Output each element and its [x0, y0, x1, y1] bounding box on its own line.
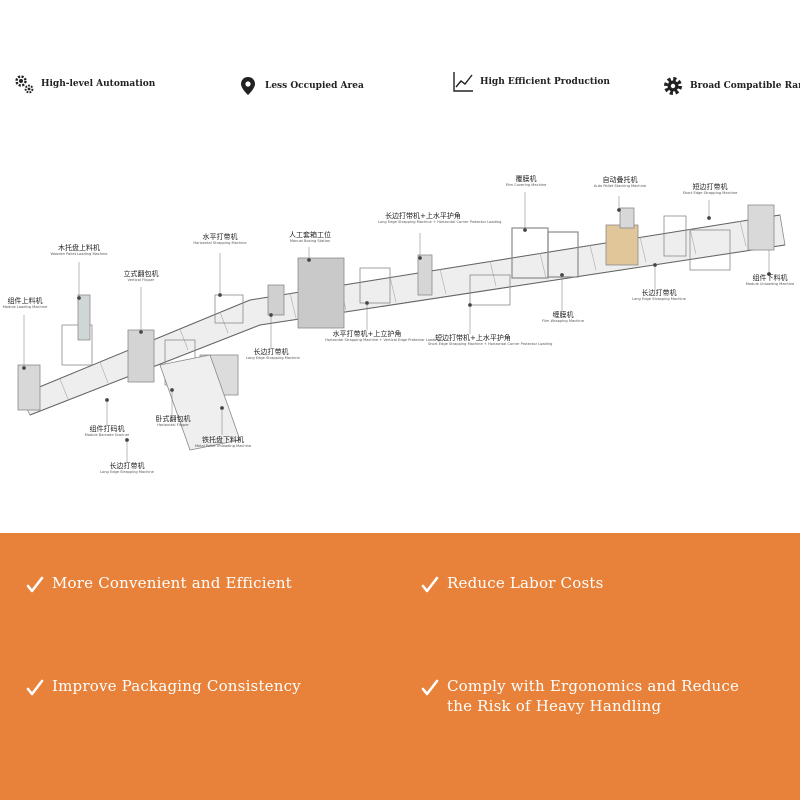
gear-icon [661, 74, 685, 98]
feature-compatibility: Broad Compatible Range [661, 74, 800, 98]
feature-area: Less Occupied Area [236, 74, 364, 98]
checkmark-icon [421, 576, 439, 593]
callout-short-edge-strapping: 短边打带机 Short Edge Strapping Machine [682, 183, 738, 195]
callout-manual-boxing: 人工套箱工位 Manual Boxing Station [289, 231, 331, 243]
benefit-label: Reduce Labor Costs [447, 574, 604, 592]
feature-label: High Efficient Production [480, 77, 610, 87]
production-line-illustration [17, 192, 786, 463]
benefit-item: Comply with Ergonomics and Reduce the Ri… [421, 677, 767, 716]
callout-auto-pallet-stacking: 自动叠托机 Auto Pallet Stacking Machine [593, 176, 647, 188]
callout-horizontal-strapping: 水平打带机 Horizontal Strapping Machine [193, 233, 247, 245]
feature-automation: High-level Automation [12, 72, 155, 96]
callout-metal-pallet-unloading: 铁托盘下料机 Metal Pallet Unloading Machine [194, 436, 252, 448]
benefit-item: Reduce Labor Costs [421, 574, 604, 594]
benefit-item: More Convenient and Efficient [26, 574, 292, 594]
benefits-panel: More Convenient and Efficient Reduce Lab… [0, 533, 800, 800]
production-line-diagram: 组件上料机 Module Loading Machine 木托盘上料机 Wood… [0, 150, 800, 490]
feature-row: High-level Automation Less Occupied Area… [0, 66, 800, 102]
callout-film-wrapping: 缠膜机 Film Wrapping Machine [542, 311, 584, 323]
callout-module-loading: 组件上料机 Module Loading Machine [2, 297, 48, 309]
callout-short-edge-corner: 短边打带机+上水平护角 Short Edge Strapping Machine… [428, 334, 553, 346]
feature-efficiency: High Efficient Production [451, 70, 610, 94]
benefit-label: Improve Packaging Consistency [52, 677, 301, 695]
feature-label: Broad Compatible Range [690, 81, 800, 91]
callout-long-edge-strapping-right: 长边打带机 Long Edge Strapping Machine [632, 289, 686, 301]
benefit-label: More Convenient and Efficient [52, 574, 292, 592]
callout-film-covering: 覆膜机 Film Covering Machine [505, 175, 547, 187]
callout-horizontal-flipper: 卧式翻包机 Horizontal Flipper [155, 415, 191, 427]
line-chart-icon [451, 70, 475, 94]
location-pin-icon [236, 74, 260, 98]
callout-horizontal-vertical-protector: 水平打带机+上立护角 Horizontal Strapping Machine … [325, 330, 440, 342]
callout-module-unloading: 组件下料机 Module Unloading Machine [745, 274, 795, 286]
callout-wooden-pallet-loading: 木托盘上料机 Wooden Pallet Loading Machine [50, 244, 108, 256]
callout-module-barcode: 组件打码机 Module Barcode Scanner [84, 425, 130, 437]
benefit-label: Comply with Ergonomics and Reduce the Ri… [447, 677, 740, 715]
checkmark-icon [26, 576, 44, 593]
checkmark-icon [26, 679, 44, 696]
callout-vertical-flipper: 立式翻包机 Vertical Flipper [123, 270, 159, 282]
benefit-item: Improve Packaging Consistency [26, 677, 301, 697]
callout-long-edge-strapping-left: 长边打带机 Long Edge Strapping Machine [100, 462, 154, 474]
callout-long-edge-strapping-mid: 长边打带机 Long Edge Strapping Machine [246, 348, 300, 360]
feature-label: Less Occupied Area [265, 81, 364, 91]
checkmark-icon [421, 679, 439, 696]
callout-long-edge-corner: 长边打带机+上水平护角 Long Edge Strapping Machine … [378, 212, 502, 224]
feature-label: High-level Automation [41, 79, 156, 89]
gears-icon [12, 72, 36, 96]
